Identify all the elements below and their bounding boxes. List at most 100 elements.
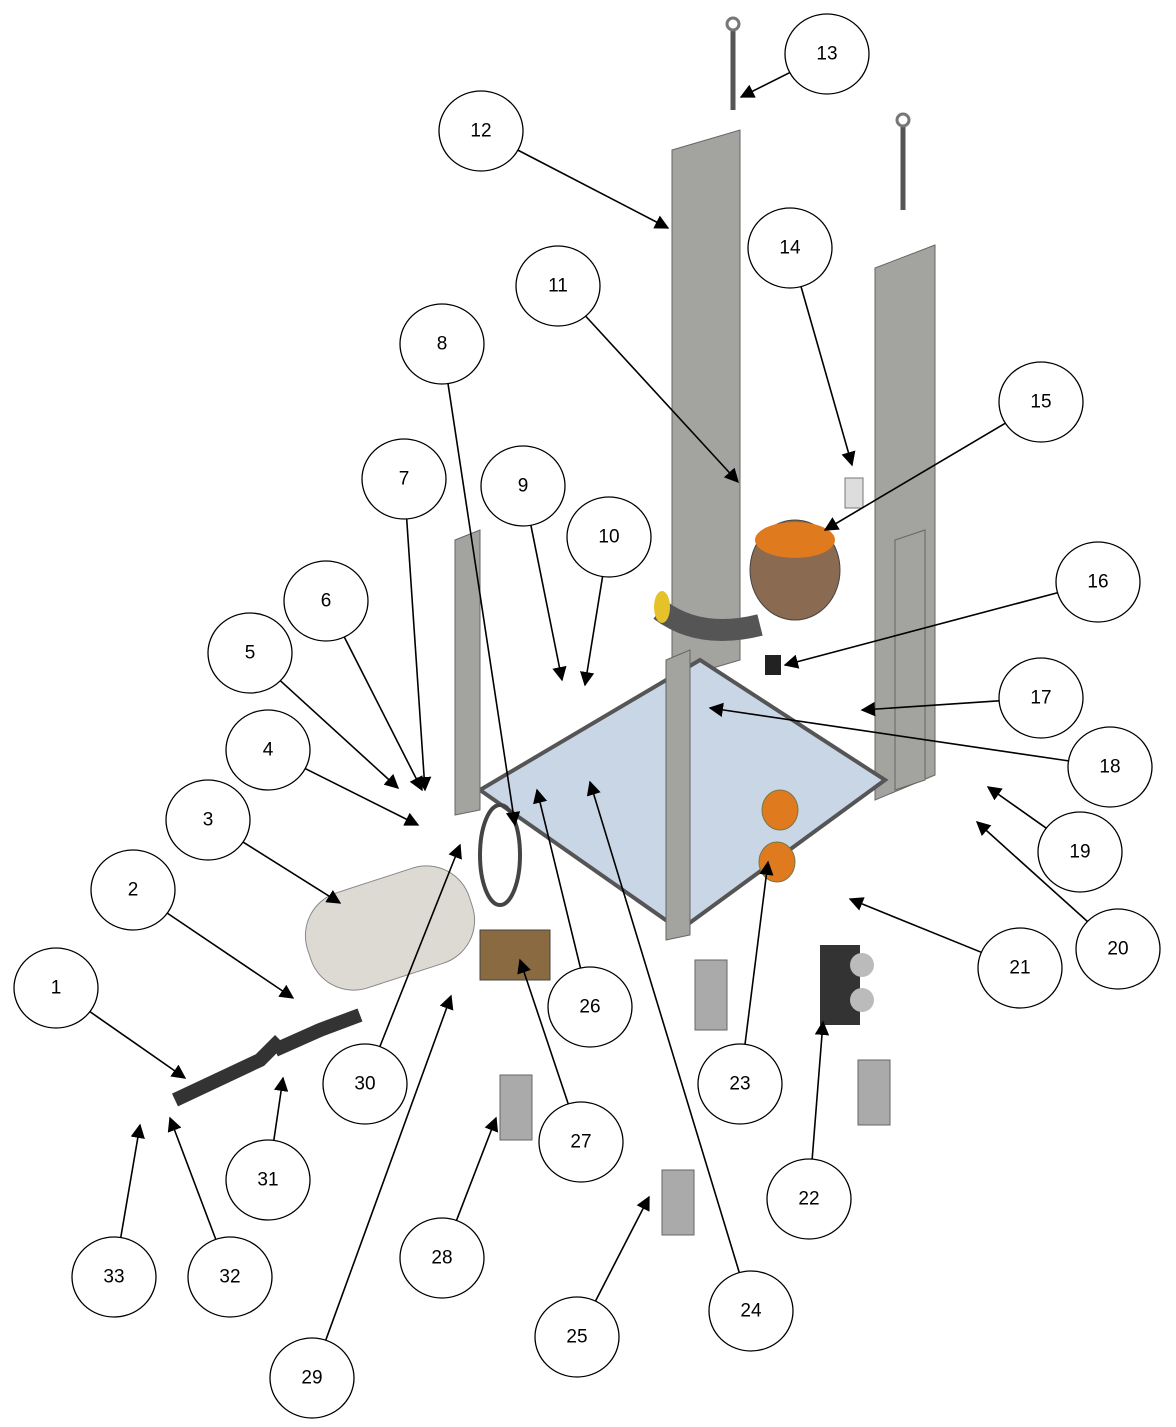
callout-circle bbox=[361, 438, 447, 520]
right-front-pillar bbox=[894, 529, 926, 791]
callout-circle bbox=[207, 612, 293, 694]
leader-arrow bbox=[860, 700, 1000, 717]
leader-arrow bbox=[708, 702, 1069, 762]
leader-arrow bbox=[579, 576, 604, 687]
callout-circle bbox=[71, 1236, 157, 1318]
callout-number: 15 bbox=[1030, 392, 1051, 413]
leader-arrow bbox=[379, 843, 462, 1047]
callout-circle bbox=[1055, 541, 1141, 623]
leader-arrow bbox=[517, 958, 569, 1105]
callout-33: 33 bbox=[71, 1123, 157, 1318]
callout-8: 8 bbox=[399, 303, 521, 827]
callout-circle bbox=[534, 1296, 620, 1378]
callout-number: 21 bbox=[1009, 958, 1030, 979]
leader-arrow bbox=[304, 767, 420, 826]
callout-circle bbox=[225, 709, 311, 791]
callout-circle bbox=[283, 560, 369, 642]
callout-21: 21 bbox=[848, 897, 1063, 1009]
callout-18: 18 bbox=[708, 702, 1153, 808]
callout-number: 17 bbox=[1030, 688, 1051, 709]
callout-circle bbox=[399, 1217, 485, 1299]
callout-circle bbox=[399, 303, 485, 385]
callout-number: 2 bbox=[128, 880, 139, 901]
leader-arrow bbox=[242, 841, 342, 904]
callout-circle bbox=[547, 966, 633, 1048]
callout-circle bbox=[438, 90, 524, 172]
callout-number: 11 bbox=[548, 276, 568, 297]
eye-bolt-right-ring bbox=[895, 112, 911, 128]
machine-parts bbox=[172, 16, 936, 1236]
callout-circle bbox=[766, 1158, 852, 1240]
callout-number: 29 bbox=[301, 1368, 322, 1389]
callout-number: 7 bbox=[399, 469, 410, 490]
callout-circle bbox=[977, 927, 1063, 1009]
small-fitting bbox=[765, 655, 781, 675]
callout-24: 24 bbox=[586, 780, 794, 1352]
callout-number: 28 bbox=[431, 1248, 452, 1269]
callout-number: 10 bbox=[598, 527, 619, 548]
leader-arrow bbox=[848, 897, 982, 954]
callout-number: 9 bbox=[518, 476, 529, 497]
leader-arrow bbox=[405, 518, 432, 792]
drain-pipe bbox=[172, 1035, 285, 1107]
callout-circle bbox=[165, 779, 251, 861]
callout-32: 32 bbox=[167, 1116, 273, 1318]
callout-number: 25 bbox=[566, 1327, 587, 1348]
callout-10: 10 bbox=[566, 496, 652, 687]
callout-circle bbox=[538, 1101, 624, 1183]
rear-left-pillar bbox=[671, 129, 741, 681]
callout-4: 4 bbox=[225, 709, 420, 826]
callout-30: 30 bbox=[322, 843, 462, 1125]
callout-circle bbox=[480, 445, 566, 527]
leader-arrow bbox=[533, 788, 582, 969]
callout-number: 31 bbox=[257, 1170, 278, 1191]
callout-number: 30 bbox=[354, 1074, 375, 1095]
leader-arrow bbox=[975, 821, 1089, 923]
callout-circle bbox=[225, 1139, 311, 1221]
callout-circle bbox=[269, 1337, 355, 1419]
callout-1: 1 bbox=[13, 947, 187, 1079]
callout-circle bbox=[1075, 908, 1161, 990]
leader-arrow bbox=[166, 912, 295, 999]
front-left-pillar bbox=[454, 529, 481, 816]
callout-number: 16 bbox=[1087, 572, 1108, 593]
callout-27: 27 bbox=[517, 958, 624, 1183]
callout-17: 17 bbox=[860, 657, 1084, 739]
callout-15: 15 bbox=[823, 361, 1084, 531]
callout-6: 6 bbox=[283, 560, 423, 792]
leader-arrow bbox=[455, 1116, 499, 1221]
capacitor bbox=[844, 477, 864, 509]
callout-circle bbox=[998, 361, 1084, 443]
leader-arrow bbox=[800, 286, 856, 467]
leader-arrow bbox=[530, 525, 567, 682]
callout-9: 9 bbox=[480, 445, 567, 682]
filter-upper bbox=[761, 789, 799, 831]
callout-12: 12 bbox=[438, 90, 670, 229]
callout-number: 5 bbox=[245, 643, 256, 664]
callout-circle bbox=[998, 657, 1084, 739]
callout-22: 22 bbox=[766, 1020, 852, 1240]
callout-number: 22 bbox=[798, 1189, 819, 1210]
callout-5: 5 bbox=[207, 612, 400, 789]
callout-28: 28 bbox=[399, 1116, 499, 1299]
callout-number: 3 bbox=[203, 810, 214, 831]
leader-arrow bbox=[739, 71, 791, 98]
leader-arrow bbox=[823, 422, 1006, 531]
callout-19: 19 bbox=[986, 786, 1123, 893]
callout-number: 12 bbox=[470, 121, 491, 142]
callout-circle bbox=[747, 207, 833, 289]
callout-circle bbox=[13, 947, 99, 1029]
leader-arrow bbox=[325, 994, 454, 1341]
pump-hose bbox=[653, 600, 763, 641]
foot-front bbox=[661, 1169, 695, 1236]
control-dial-upper bbox=[850, 953, 874, 977]
callout-number: 33 bbox=[103, 1267, 124, 1288]
callout-number: 24 bbox=[740, 1301, 762, 1322]
foot-rear bbox=[694, 959, 728, 1031]
callout-number: 1 bbox=[51, 978, 62, 999]
leader-arrow bbox=[447, 383, 521, 827]
callout-circle bbox=[90, 849, 176, 931]
leader-arrow bbox=[167, 1116, 217, 1240]
callouts: 1234567891011121314151617181920212223242… bbox=[13, 13, 1161, 1419]
callout-circle bbox=[1037, 811, 1123, 893]
